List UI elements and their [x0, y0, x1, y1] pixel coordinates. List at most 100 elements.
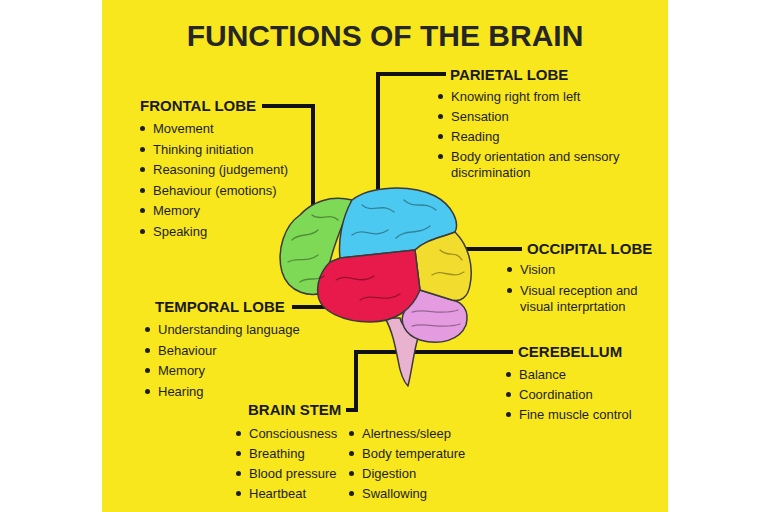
- function-text: Sensation: [451, 109, 628, 125]
- brain: [280, 188, 471, 386]
- fold: [292, 230, 318, 240]
- bullet-dot: [145, 368, 150, 373]
- fold: [412, 324, 460, 326]
- lobe-heading: BRAIN STEM: [248, 401, 341, 419]
- function-text: Knowing right from left: [451, 89, 628, 105]
- bullet-dot: [236, 471, 241, 476]
- function-item: Behaviour (emotions): [140, 183, 310, 199]
- bullet-dot: [140, 167, 145, 172]
- function-item: Alertness/sleep: [349, 426, 479, 442]
- fold: [432, 272, 464, 275]
- function-text: Breathing: [249, 446, 344, 462]
- function-item: Balance: [506, 367, 661, 383]
- function-item: Reading: [438, 129, 628, 145]
- bullet-dot: [140, 188, 145, 193]
- function-item: Hearing: [145, 384, 325, 400]
- bullet-dot: [506, 392, 511, 397]
- lobe-heading: OCCIPITAL LOBE: [527, 240, 652, 258]
- bullet-dot: [145, 348, 150, 353]
- bullet-dot: [236, 451, 241, 456]
- function-item: Memory: [145, 363, 325, 379]
- bullet-dot: [438, 94, 443, 99]
- bullet-dot: [145, 389, 150, 394]
- occipital-shape: [415, 232, 471, 300]
- function-text: Fine muscle control: [519, 407, 661, 423]
- function-text: Consciousness: [249, 426, 344, 442]
- occipital-leader: [466, 247, 522, 251]
- bullet-dot: [140, 229, 145, 234]
- bullet-dot: [349, 451, 354, 456]
- function-text: Coordination: [519, 387, 661, 403]
- fold: [312, 215, 338, 220]
- function-text: Alertness/sleep: [362, 426, 479, 442]
- bullet-dot: [438, 134, 443, 139]
- bullet-dot: [140, 126, 145, 131]
- temporal-shape: [318, 250, 420, 322]
- fold: [300, 276, 324, 282]
- function-text: Behaviour: [158, 343, 325, 359]
- parietal-leader: [378, 74, 446, 196]
- function-item: Speaking: [140, 224, 310, 240]
- fold: [404, 200, 436, 210]
- function-text: Understanding language: [158, 322, 325, 338]
- function-text: Body orientation and sensory discriminat…: [451, 149, 628, 181]
- function-text: Memory: [158, 363, 325, 379]
- function-item: Swallowing: [349, 486, 479, 502]
- function-item: Fine muscle control: [506, 407, 661, 423]
- function-item: Blood pressure: [236, 466, 344, 482]
- bullet-dot: [145, 327, 150, 332]
- function-text: Blood pressure: [249, 466, 344, 482]
- function-text: Memory: [153, 203, 310, 219]
- fold: [362, 205, 394, 212]
- function-item: Movement: [140, 121, 310, 137]
- fold: [352, 230, 388, 235]
- function-text: Digestion: [362, 466, 479, 482]
- bullet-dot: [349, 431, 354, 436]
- function-item: Heartbeat: [236, 486, 344, 502]
- function-text: Hearing: [158, 384, 325, 400]
- bullet-dot: [438, 154, 443, 159]
- fold: [412, 310, 458, 312]
- bullet-dot: [506, 412, 511, 417]
- bullet-dot: [506, 372, 511, 377]
- fold: [396, 226, 430, 238]
- bullet-dot: [236, 431, 241, 436]
- function-item: Reasoning (judgement): [140, 162, 310, 178]
- bullet-dot: [349, 491, 354, 496]
- function-item: Digestion: [349, 466, 479, 482]
- function-item: Sensation: [438, 109, 628, 125]
- yellow-panel: [102, 0, 668, 512]
- bullet-dot: [236, 491, 241, 496]
- function-item: Thinking initiation: [140, 142, 310, 158]
- function-item: Body temperature: [349, 446, 479, 462]
- function-item: Knowing right from left: [438, 89, 628, 105]
- function-item: Coordination: [506, 387, 661, 403]
- function-text: Movement: [153, 121, 310, 137]
- function-text: Swallowing: [362, 486, 479, 502]
- function-text: Vision: [520, 262, 655, 278]
- bullet-dot: [507, 267, 512, 272]
- bullet-dot: [140, 208, 145, 213]
- temporal-leader: [292, 305, 326, 309]
- function-item: Vision: [507, 262, 655, 278]
- title: FUNCTIONS OF THE BRAIN: [102, 18, 668, 54]
- lobe-heading: FRONTAL LOBE: [140, 97, 256, 115]
- function-text: Heartbeat: [249, 486, 344, 502]
- function-text: Speaking: [153, 224, 310, 240]
- function-item: Memory: [140, 203, 310, 219]
- fold: [360, 294, 400, 300]
- fold: [440, 250, 462, 260]
- function-item: Breathing: [236, 446, 344, 462]
- function-text: Behaviour (emotions): [153, 183, 310, 199]
- function-item: Understanding language: [145, 322, 325, 338]
- bullet-dot: [349, 471, 354, 476]
- function-text: Visual reception and visual interprtatio…: [520, 283, 655, 315]
- fold: [336, 276, 374, 280]
- bullet-dot: [438, 114, 443, 119]
- bullet-dot: [507, 288, 512, 293]
- bullet-dot: [140, 147, 145, 152]
- stem-cerebellum-leader: [346, 352, 513, 410]
- lobe-heading: PARIETAL LOBE: [450, 66, 568, 84]
- brain-folds: [288, 200, 464, 326]
